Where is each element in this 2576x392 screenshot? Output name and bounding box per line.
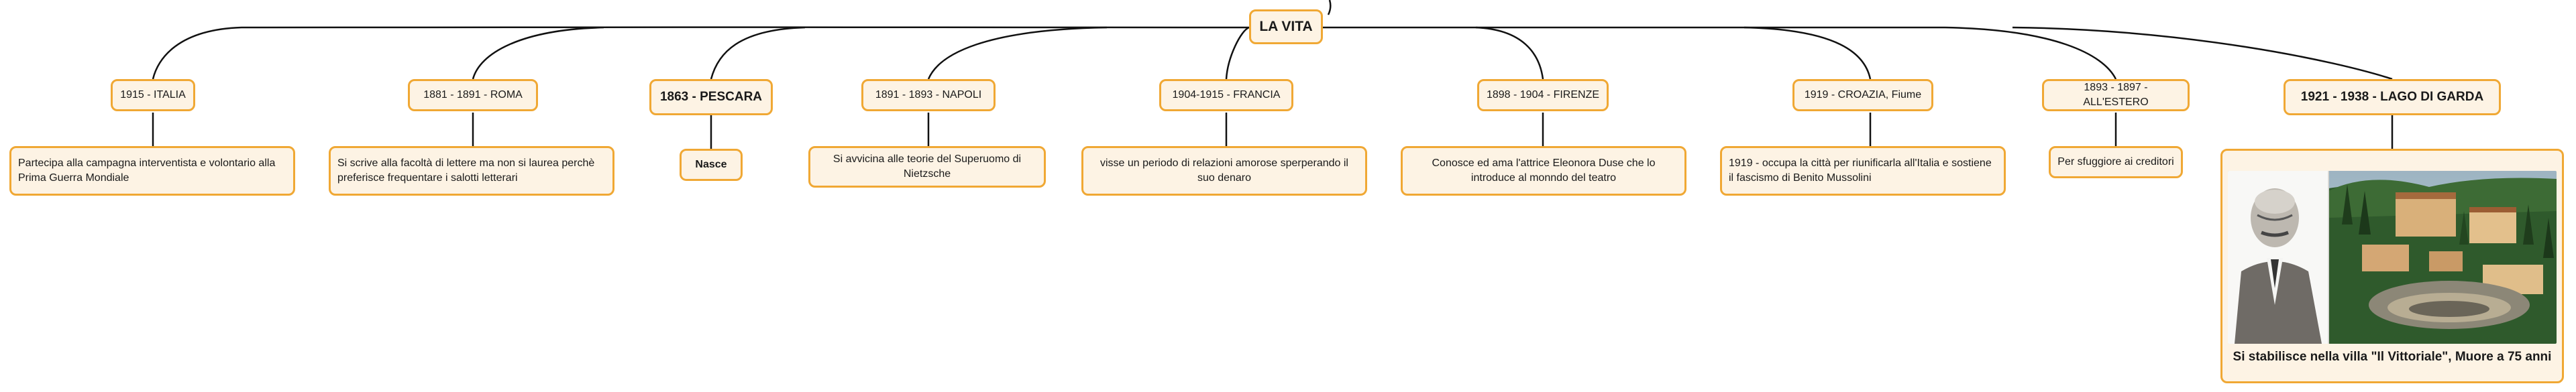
period-label: 1863 - PESCARA (659, 90, 763, 104)
detail-node-francia[interactable]: visse un periodo di relazioni amorose sp… (1081, 146, 1367, 196)
detail-text: 1919 - occupa la città per riunificarla … (1729, 157, 1992, 184)
detail-text: Conosce ed ama l'attrice Eleonora Duse c… (1432, 157, 1656, 184)
detail-node-pescara[interactable]: Nasce (680, 149, 743, 181)
detail-node-lago-di-garda[interactable]: Si stabilisce nella villa "Il Vittoriale… (2220, 149, 2564, 383)
detail-node-croazia[interactable]: 1919 - occupa la città per riunificarla … (1720, 146, 2006, 196)
period-node-roma[interactable]: 1881 - 1891 - ROMA (408, 79, 538, 111)
root-node[interactable]: LA VITA (1249, 9, 1323, 44)
period-label: 1881 - 1891 - ROMA (423, 89, 523, 101)
period-label: 1921 - 1938 - LAGO DI GARDA (2300, 90, 2484, 104)
detail-text: Per sfuggiore ai creditori (2057, 156, 2174, 168)
period-label: 1904-1915 - FRANCIA (1172, 89, 1281, 101)
period-node-francia[interactable]: 1904-1915 - FRANCIA (1159, 79, 1293, 111)
detail-text: Si stabilisce nella villa "Il Vittoriale… (2233, 350, 2552, 364)
detail-text: Si avvicina alle teorie del Superuomo di… (833, 153, 1022, 180)
period-node-firenze[interactable]: 1898 - 1904 - FIRENZE (1477, 79, 1609, 111)
detail-node-roma[interactable]: Si scrive alla facoltà di lettere ma non… (329, 146, 614, 196)
detail-node-estero[interactable]: Per sfuggiore ai creditori (2049, 146, 2183, 178)
detail-node-1915-italia[interactable]: Partecipa alla campagna interventista e … (9, 146, 295, 196)
period-label: 1898 - 1904 - FIRENZE (1486, 89, 1600, 101)
period-node-pescara[interactable]: 1863 - PESCARA (649, 79, 773, 115)
period-label: 1893 - 1897 - ALL'ESTERO (2083, 82, 2149, 108)
period-node-lago-di-garda[interactable]: 1921 - 1938 - LAGO DI GARDA (2284, 79, 2501, 115)
period-label: 1919 - CROAZIA, Fiume (1804, 89, 1922, 101)
detail-text: visse un periodo di relazioni amorose sp… (1100, 157, 1348, 184)
period-node-estero[interactable]: 1893 - 1897 - ALL'ESTERO (2042, 79, 2190, 111)
detail-text: Partecipa alla campagna interventista e … (18, 157, 276, 184)
detail-node-firenze[interactable]: Conosce ed ama l'attrice Eleonora Duse c… (1401, 146, 1686, 196)
detail-text: Si scrive alla facoltà di lettere ma non… (337, 157, 595, 184)
detail-text: Nasce (695, 159, 727, 170)
period-label: 1915 - ITALIA (120, 89, 186, 101)
root-label: LA VITA (1259, 19, 1313, 34)
period-label: 1891 - 1893 - NAPOLI (875, 89, 982, 101)
detail-node-napoli[interactable]: Si avvicina alle teorie del Superuomo di… (808, 146, 1046, 188)
period-node-napoli[interactable]: 1891 - 1893 - NAPOLI (861, 79, 996, 111)
period-node-croazia[interactable]: 1919 - CROAZIA, Fiume (1792, 79, 1933, 111)
vittoriale-photo (2228, 171, 2557, 344)
period-node-1915-italia[interactable]: 1915 - ITALIA (111, 79, 195, 111)
